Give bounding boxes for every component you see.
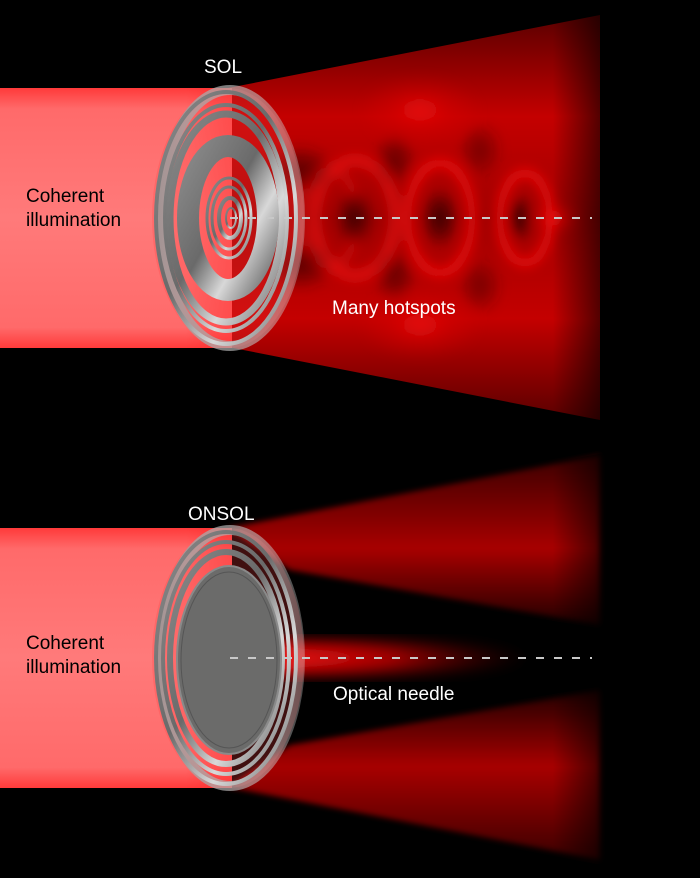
sol-lens	[152, 85, 305, 351]
onsol-source-label-line1: Coherent	[26, 633, 105, 654]
onsol-central-block	[177, 566, 281, 754]
sol-source-label-line2: illumination	[26, 210, 122, 231]
sol-panel	[0, 12, 610, 423]
onsol-source-label-line2: illumination	[26, 657, 122, 678]
sol-output-label: Many hotspots	[332, 298, 456, 319]
onsol-lens	[152, 525, 305, 791]
onsol-lens-label: ONSOL	[188, 504, 255, 525]
sol-lens-label: SOL	[204, 57, 243, 78]
sol-source-label-line1: Coherent	[26, 186, 105, 207]
onsol-output-label: Optical needle	[333, 684, 455, 705]
sol-output-field	[228, 12, 610, 423]
onsol-panel	[0, 452, 610, 865]
